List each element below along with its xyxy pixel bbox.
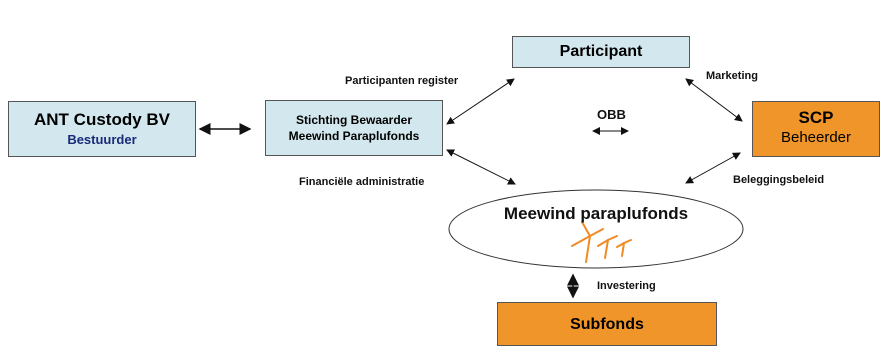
- ant-custody-box: ANT Custody BV Bestuurder: [8, 101, 196, 157]
- label-participanten-register: Participanten register: [345, 75, 459, 87]
- label-obb: OBB: [597, 107, 626, 122]
- scp-box: SCP Beheerder: [752, 101, 880, 157]
- subfonds-box: Subfonds: [497, 302, 717, 346]
- scp-title: SCP: [798, 108, 834, 127]
- ant-custody-subtitle: Bestuurder: [67, 132, 137, 147]
- arrow-scp-meewind: [685, 152, 741, 184]
- arrow-participant-scp: [685, 78, 743, 122]
- label-marketing: Marketing: [706, 70, 758, 82]
- stichting-line1: Stichting Bewaarder: [295, 113, 413, 127]
- participant-label: Participant: [559, 43, 643, 60]
- participant-box: Participant: [512, 36, 690, 68]
- scp-subtitle: Beheerder: [780, 129, 852, 146]
- wind-turbine-icon: [571, 221, 632, 263]
- label-financiele-administratie: Financiële administratie: [299, 176, 425, 188]
- label-beleggingsbeleid: Beleggingsbeleid: [733, 174, 825, 186]
- arrow-stichting-participant: [446, 78, 515, 125]
- stichting-line2: Meewind Paraplufonds: [288, 129, 420, 143]
- ant-custody-title: ANT Custody BV: [34, 110, 170, 129]
- meewind-label: Meewind paraplufonds: [503, 204, 689, 223]
- label-investering: Investering: [597, 280, 656, 292]
- subfonds-label: Subfonds: [570, 316, 644, 333]
- meewind-ellipse: [448, 189, 744, 269]
- stichting-box: Stichting Bewaarder Meewind Paraplufonds: [265, 100, 443, 156]
- arrow-stichting-meewind: [446, 149, 516, 185]
